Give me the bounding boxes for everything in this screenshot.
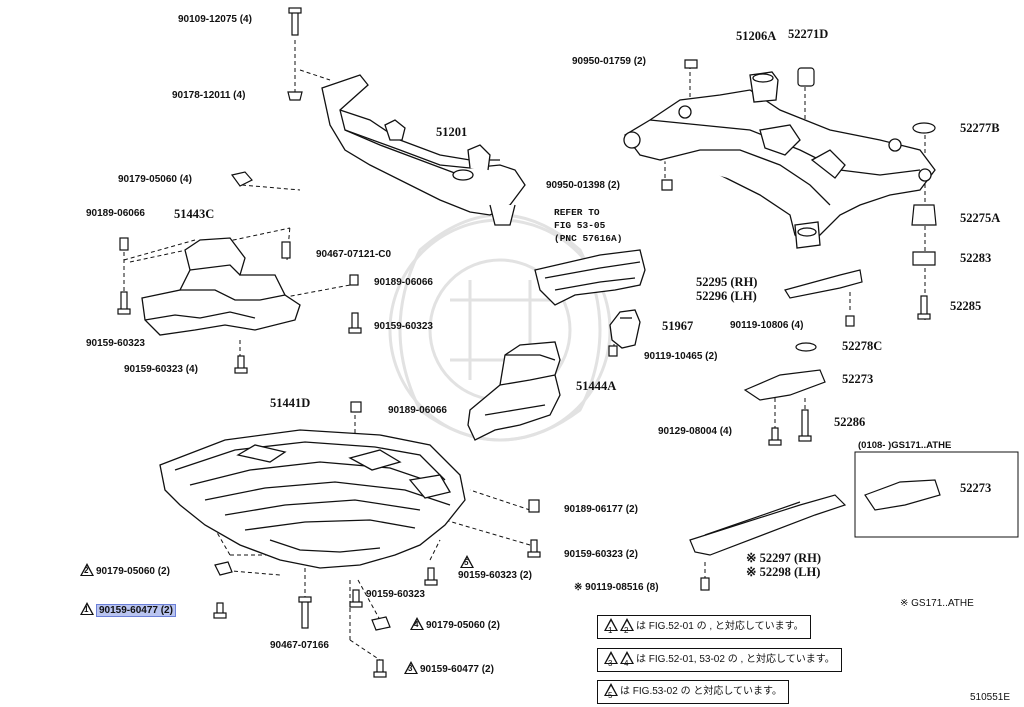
label-51444a[interactable]: 51444A	[576, 379, 617, 393]
label-52283[interactable]: 52283	[960, 251, 992, 265]
triangle-1-icon: 1	[80, 602, 94, 615]
part-51444a-cover[interactable]	[467, 341, 561, 441]
label-90159-60323-4[interactable]: 90159-60323 (4)	[124, 364, 198, 375]
label-90179-05060[interactable]: 90179-05060 (4)	[118, 174, 192, 185]
label-51201[interactable]: 51201	[436, 125, 468, 139]
label-90467-07121[interactable]: 90467-07121-C0	[316, 249, 392, 260]
figure-id: 510551E	[970, 692, 1011, 703]
triangle-5-icon: 5	[604, 683, 618, 700]
label-90159-60323-2a[interactable]: 90159-60323 (2)	[564, 549, 638, 560]
part-51201-crossmember[interactable]	[321, 74, 526, 226]
label-52277b[interactable]: 52277B	[960, 121, 1000, 135]
label-90467-07166[interactable]: 90467-07166	[270, 640, 329, 651]
triangle-4-icon: 4	[410, 617, 424, 630]
triangle-4-icon: 4	[620, 651, 634, 668]
label-90189-06066-c[interactable]: 90189-06066	[388, 405, 447, 416]
label-90159-60323-a[interactable]: 90159-60323	[374, 321, 433, 332]
part-rear-suspension-member[interactable]	[623, 71, 936, 249]
label-90950-01398[interactable]: 90950-01398 (2)	[546, 180, 620, 191]
label-52297[interactable]: ※ 52297 (RH)	[746, 551, 822, 565]
label-90189-06066-a[interactable]: 90189-06066	[86, 208, 145, 219]
label-90159-60323-c[interactable]: 90159-60323	[366, 589, 425, 600]
label-51967[interactable]: 51967	[662, 319, 694, 333]
label-52278c[interactable]: 52278C	[842, 339, 883, 353]
label-52273-a[interactable]: 52273	[842, 372, 874, 386]
part-57616a-bracket[interactable]	[534, 249, 646, 306]
triangle-2-icon: 2	[620, 618, 634, 635]
part-51967-bracket[interactable]	[609, 309, 641, 349]
hardware	[117, 7, 941, 678]
triangle-1-icon: 1	[604, 618, 618, 635]
label-90119-08516[interactable]: ※ 90119-08516 (8)	[574, 582, 659, 593]
label-90129-08004[interactable]: 90129-08004 (4)	[658, 426, 732, 437]
refer-line-1: REFER TO	[554, 207, 600, 218]
label-90950-01759[interactable]: 90950-01759 (2)	[572, 56, 646, 67]
label-52298[interactable]: ※ 52298 (LH)	[746, 565, 821, 579]
label-90119-10465[interactable]: 90119-10465 (2)	[644, 351, 718, 362]
refer-line-2[interactable]: FIG 53-05	[554, 220, 606, 231]
triangle-3-icon: 3	[404, 661, 418, 674]
footnote: ※ GS171..ATHE	[900, 598, 974, 609]
selected-part-highlight[interactable]: 90159-60477 (2)	[96, 604, 176, 617]
label-90178-12011[interactable]: 90178-12011 (4)	[172, 90, 246, 101]
label-90189-06177[interactable]: 90189-06177 (2)	[564, 504, 638, 515]
part-51443c-cover[interactable]	[141, 237, 301, 336]
label-52285[interactable]: 52285	[950, 299, 982, 313]
label-51441d[interactable]: 51441D	[270, 396, 311, 410]
label-52286[interactable]: 52286	[834, 415, 866, 429]
triangle-3-icon: 3	[604, 651, 618, 668]
label-51443c[interactable]: 51443C	[174, 207, 215, 221]
variant-box	[854, 451, 1019, 538]
variant-header: (0108- )GS171..ATHE	[858, 440, 952, 451]
label-90159-60323-b[interactable]: 90159-60323	[86, 338, 145, 349]
label-90189-06066-b[interactable]: 90189-06066	[374, 277, 433, 288]
triangle-2-icon: 2	[80, 563, 94, 576]
label-52295[interactable]: 52295 (RH)	[696, 275, 758, 289]
part-51441d-undercover[interactable]	[159, 429, 466, 569]
refer-line-3: (PNC 57616A)	[554, 233, 623, 244]
triangle-5-icon: 5	[460, 555, 474, 568]
label-90109-12075[interactable]: 90109-12075 (4)	[178, 14, 252, 25]
label-52271d[interactable]: 52271D	[788, 27, 829, 41]
label-52273-b[interactable]: 52273	[960, 481, 992, 495]
label-51206a[interactable]: 51206A	[736, 29, 777, 43]
label-52296[interactable]: 52296 (LH)	[696, 289, 757, 303]
label-52275a[interactable]: 52275A	[960, 211, 1001, 225]
label-90119-10806[interactable]: 90119-10806 (4)	[730, 320, 804, 331]
